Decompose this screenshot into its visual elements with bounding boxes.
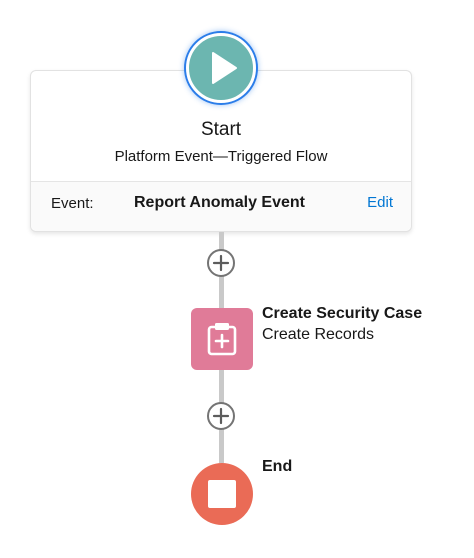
plus-icon bbox=[212, 407, 230, 425]
start-card-divider bbox=[31, 181, 411, 182]
end-node[interactable] bbox=[191, 463, 253, 525]
stop-icon bbox=[208, 480, 236, 508]
start-node[interactable] bbox=[186, 33, 256, 103]
start-trigger-type: Platform Event—Triggered Flow bbox=[114, 148, 328, 165]
create-element-title[interactable]: Create Security Case bbox=[262, 305, 423, 322]
edit-event-link[interactable]: Edit bbox=[367, 194, 393, 211]
event-label: Event: bbox=[51, 195, 94, 212]
add-element-button[interactable] bbox=[207, 402, 235, 430]
clipboard-plus-icon bbox=[207, 323, 237, 356]
start-card-footer bbox=[31, 182, 411, 231]
start-title: Start bbox=[200, 119, 242, 140]
event-value: Report Anomaly Event bbox=[134, 194, 305, 211]
create-element-type: Create Records bbox=[262, 326, 375, 343]
plus-icon bbox=[212, 254, 230, 272]
create-records-node[interactable] bbox=[191, 308, 253, 370]
play-icon bbox=[212, 52, 237, 84]
end-element-title: End bbox=[262, 458, 293, 475]
add-element-button[interactable] bbox=[207, 249, 235, 277]
